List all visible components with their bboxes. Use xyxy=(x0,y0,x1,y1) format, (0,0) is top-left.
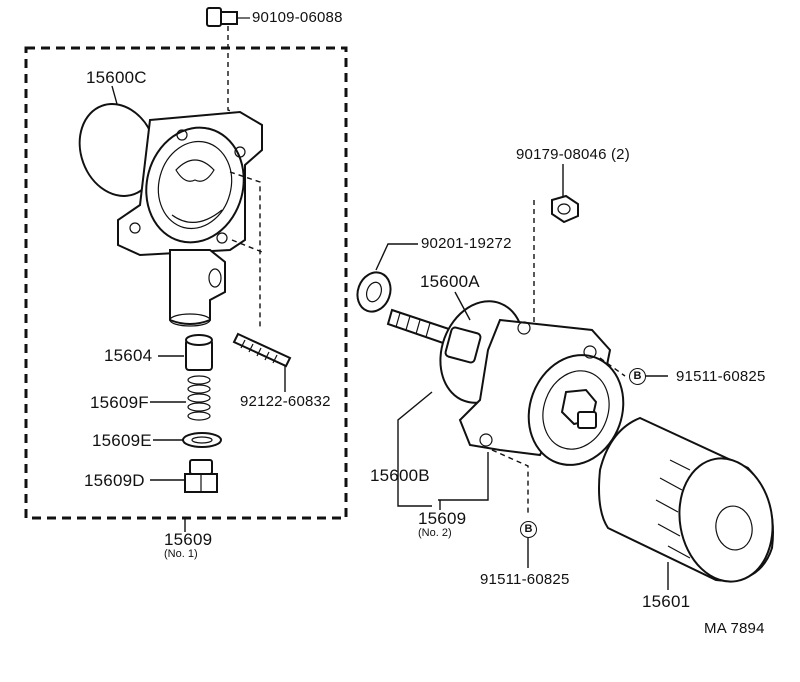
label-kit-no1: 15609 xyxy=(164,530,213,549)
callout-b-bottom: B xyxy=(520,521,537,538)
label-small-gasket: 15609E xyxy=(92,431,152,450)
washer-part xyxy=(356,271,392,313)
spring-part xyxy=(187,375,211,421)
callout-b-right: B xyxy=(629,368,646,385)
reference-code: MA 7894 xyxy=(704,620,765,637)
bracket-b-part xyxy=(458,318,625,466)
label-bracket-b: 15600B xyxy=(370,466,430,485)
label-bolt-top: 90109-06088 xyxy=(252,9,343,26)
label-stud: 92122-60832 xyxy=(240,393,331,410)
small-gasket-part xyxy=(182,432,222,448)
top-bolt-part xyxy=(206,7,250,27)
label-housing-cover: 15600C xyxy=(86,68,147,87)
label-bracket-a: 15600A xyxy=(420,272,480,291)
housing-cover-part xyxy=(117,110,263,327)
label-nut: 90179-08046 (2) xyxy=(516,146,630,163)
label-filter: 15601 xyxy=(642,592,691,611)
label-bolt-b-right: 91511-60825 xyxy=(676,368,766,385)
relief-valve-part xyxy=(185,334,213,371)
kit-no1-boundary xyxy=(24,46,348,520)
label-washer: 90201-19272 xyxy=(421,235,512,252)
top-bolt-dash xyxy=(227,26,251,119)
plug-part xyxy=(184,459,218,493)
nut-part xyxy=(551,194,579,224)
stud-part xyxy=(232,332,292,368)
label-kit-no2: 15609 xyxy=(418,509,467,528)
label-kit-no1-sub: (No. 1) xyxy=(164,548,198,560)
label-plug: 15609D xyxy=(84,471,145,490)
label-valve: 15604 xyxy=(104,346,153,365)
label-bolt-b-bottom: 91511-60825 xyxy=(480,571,570,588)
label-kit-no2-sub: (No. 2) xyxy=(418,527,452,539)
oil-filter-part xyxy=(598,416,774,583)
label-spring: 15609F xyxy=(90,393,149,412)
